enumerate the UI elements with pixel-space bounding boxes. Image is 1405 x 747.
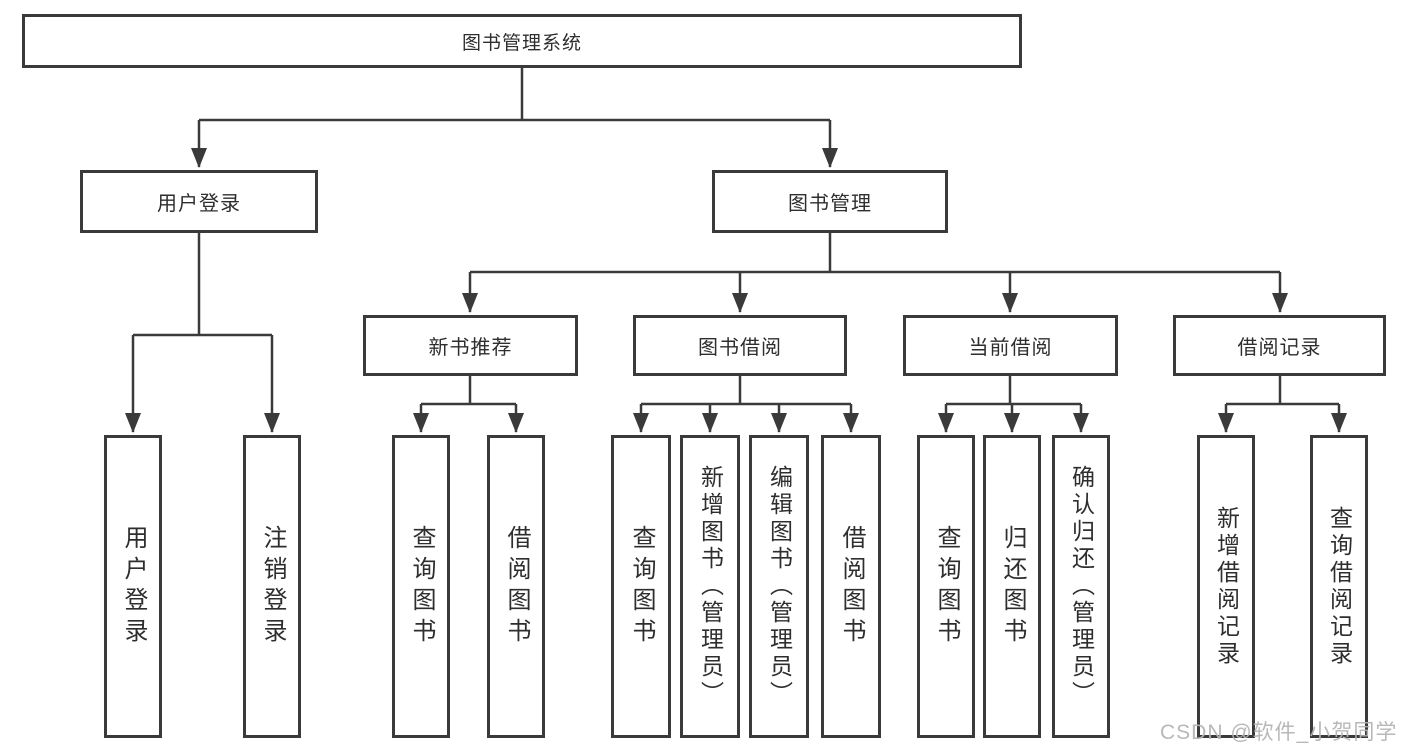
- leaf-add-book-admin-label: 新增图书（管理员）: [697, 465, 724, 708]
- leaf-edit-book-admin: 编辑图书（管理员）: [749, 435, 809, 738]
- leaf-return-book-label: 归还图书: [999, 524, 1026, 649]
- node-borrow-records: 借阅记录: [1173, 315, 1386, 376]
- leaf-query-borrow-record: 查询借阅记录: [1310, 435, 1368, 738]
- node-book-borrow: 图书借阅: [633, 315, 847, 376]
- leaf-return-book: 归还图书: [983, 435, 1041, 738]
- leaf-borrow-books-2: 借阅图书: [821, 435, 881, 738]
- leaf-borrow-books-2-label: 借阅图书: [838, 524, 865, 649]
- leaf-add-book-admin: 新增图书（管理员）: [680, 435, 740, 738]
- leaf-logout-label: 注销登录: [259, 524, 286, 649]
- leaf-confirm-return-admin-label: 确认归还（管理员）: [1068, 465, 1095, 708]
- leaf-user-login: 用户登录: [104, 435, 162, 738]
- node-current-borrow: 当前借阅: [903, 315, 1118, 376]
- leaf-query-books-1-label: 查询图书: [408, 524, 435, 649]
- leaf-query-books-2: 查询图书: [611, 435, 671, 738]
- leaf-add-borrow-record: 新增借阅记录: [1197, 435, 1255, 738]
- leaf-query-books-2-label: 查询图书: [628, 524, 655, 649]
- leaf-borrow-books-1-label: 借阅图书: [503, 524, 530, 649]
- node-root-system: 图书管理系统: [22, 14, 1022, 68]
- leaf-query-books-1: 查询图书: [392, 435, 450, 738]
- leaf-add-borrow-record-label: 新增借阅记录: [1213, 505, 1240, 668]
- node-user-login: 用户登录: [80, 170, 318, 233]
- leaf-query-borrow-record-label: 查询借阅记录: [1326, 505, 1353, 668]
- leaf-edit-book-admin-label: 编辑图书（管理员）: [766, 465, 793, 708]
- leaf-query-books-3-label: 查询图书: [933, 524, 960, 649]
- node-new-book-recommend: 新书推荐: [363, 315, 578, 376]
- leaf-query-books-3: 查询图书: [917, 435, 975, 738]
- leaf-user-login-label: 用户登录: [120, 524, 147, 649]
- leaf-borrow-books-1: 借阅图书: [487, 435, 545, 738]
- node-book-management: 图书管理: [712, 170, 948, 233]
- leaf-logout: 注销登录: [243, 435, 301, 738]
- leaf-confirm-return-admin: 确认归还（管理员）: [1052, 435, 1110, 738]
- csdn-watermark: CSDN @软件_小贺同学: [1160, 721, 1398, 744]
